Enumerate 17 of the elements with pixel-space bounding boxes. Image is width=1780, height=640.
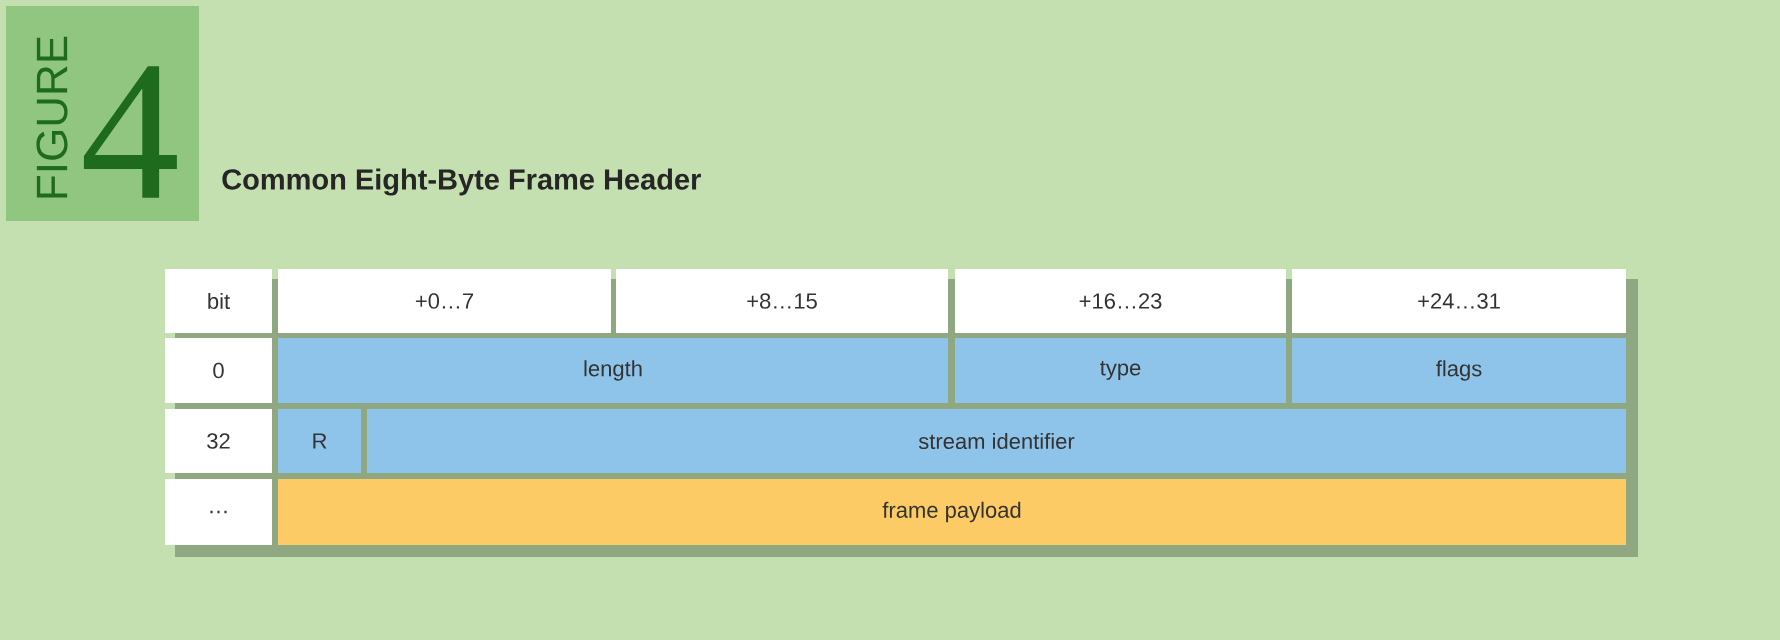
field-cell: R [278,409,361,473]
field-cell: stream identifier [367,409,1626,473]
header-cell: +16…23 [955,269,1286,333]
header-cell: +24…31 [1292,269,1626,333]
field-cell: length [278,338,948,403]
figure-label: FIGURE [36,36,68,198]
header-cell: … [165,479,272,545]
header-cell: 32 [165,409,272,473]
header-cell: +0…7 [278,269,611,333]
header-cell: bit [165,269,272,333]
figure-number: 4 [83,66,177,198]
field-cell: flags [1292,338,1626,403]
field-cell: type [955,338,1286,403]
field-cell: frame payload [278,479,1626,545]
header-cell: 0 [165,338,272,403]
header-cell: +8…15 [616,269,948,333]
title: Common Eight-Byte Frame Header [222,168,701,196]
